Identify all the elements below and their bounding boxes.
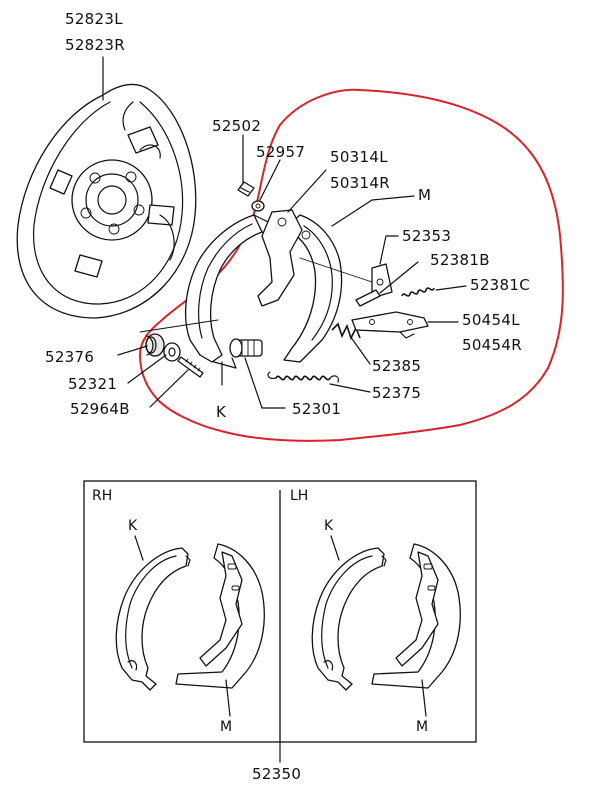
callout-52957: 52957	[256, 143, 305, 161]
part-52321	[163, 342, 181, 362]
callout-52375: 52375	[372, 384, 421, 402]
kit-rh-m-callout: M	[220, 719, 232, 735]
link-line	[299, 257, 373, 283]
leader-m-top	[371, 195, 415, 201]
kit-rh-label: RH	[92, 488, 112, 504]
callout-50454R: 50454R	[462, 336, 522, 354]
backing-plate	[16, 83, 197, 319]
kit-rh-shoe-k	[115, 547, 191, 691]
callout-50314R: 50314R	[330, 174, 390, 192]
callout-52381B: 52381B	[430, 251, 490, 269]
adjuster-52301	[229, 338, 263, 358]
part-52381B	[355, 261, 419, 307]
leader-52385	[349, 335, 371, 365]
callout-52385: 52385	[372, 357, 421, 375]
callout-52376: 52376	[45, 348, 94, 366]
leader-52376	[117, 345, 148, 356]
part-52353	[371, 263, 393, 299]
spring-52381C	[401, 287, 435, 297]
callout-52301: 52301	[292, 400, 341, 418]
leader-52301	[244, 357, 286, 409]
kit-lh-k-leader	[330, 535, 340, 561]
callout-50314L: 50314L	[330, 148, 388, 166]
kit-rh-k-leader	[134, 535, 144, 561]
kit-lh-m-callout: M	[416, 719, 428, 735]
callout-52321: 52321	[68, 375, 117, 393]
part-50454	[351, 311, 429, 339]
part-52957	[251, 200, 265, 212]
kit-rh-k-callout: K	[128, 518, 138, 534]
callout-52353: 52353	[402, 227, 451, 245]
part-52964B	[177, 356, 204, 378]
leader-50314	[287, 169, 327, 213]
kit-lh-shoe-m	[371, 543, 461, 689]
callout-52502: 52502	[212, 117, 261, 135]
kit-lh-m-leader	[421, 679, 427, 717]
kit-lh-shoe-k	[311, 547, 387, 691]
brake-shoe-m	[257, 199, 373, 363]
callout-52823R: 52823R	[65, 36, 125, 54]
leader-52381C	[435, 285, 467, 291]
kit-lh-label: LH	[290, 488, 308, 504]
leader-52321	[127, 354, 167, 384]
leader-52353	[379, 235, 399, 265]
callout-52823L: 52823L	[65, 10, 123, 28]
callout-50454L: 50454L	[462, 311, 520, 329]
part-52502	[237, 181, 255, 197]
part-52376	[145, 333, 165, 357]
callout-k-top: K	[216, 403, 227, 421]
leader-52957	[259, 159, 281, 201]
kit-rh-m-leader	[225, 679, 231, 717]
spring-52375	[267, 371, 339, 383]
leader-52964B	[149, 369, 189, 408]
callout-52381C: 52381C	[470, 276, 530, 294]
kit-rh-shoe-m	[175, 543, 265, 689]
kit-part-number: 52350	[252, 765, 301, 783]
kit-lh-k-callout: K	[324, 518, 334, 534]
leader-52375	[329, 383, 371, 393]
callout-52964B: 52964B	[70, 400, 130, 418]
callout-m-top: M	[418, 186, 431, 204]
